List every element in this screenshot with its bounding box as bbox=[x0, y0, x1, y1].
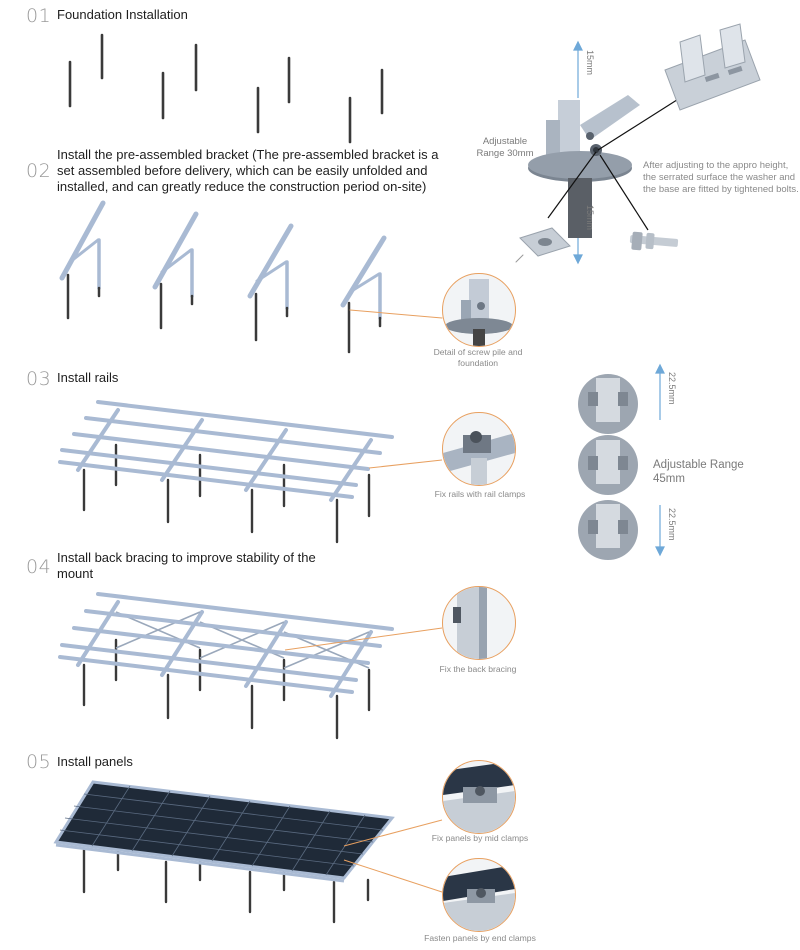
serrated-washer bbox=[519, 227, 571, 257]
screw-pile-caption: Detail of screw pile and foundation bbox=[433, 347, 523, 368]
callout-leader bbox=[349, 309, 443, 319]
rails bbox=[58, 592, 394, 694]
step-number: 03 bbox=[26, 368, 52, 390]
dimension-arrows bbox=[655, 363, 665, 557]
pointer-line bbox=[597, 97, 681, 151]
step-title: Install the pre-assembled bracket (The p… bbox=[57, 147, 439, 194]
base-bracket-part bbox=[664, 23, 761, 111]
bolt bbox=[629, 231, 679, 251]
callout-leader bbox=[343, 859, 443, 893]
plate-bottom bbox=[578, 500, 638, 560]
dimension-label-top: 15mm bbox=[585, 50, 595, 76]
screw-pile-detail-callout bbox=[442, 273, 516, 347]
step-number: 02 bbox=[26, 160, 52, 182]
mid-clamp-caption: Fix panels by mid clamps bbox=[431, 833, 529, 843]
step-number: 01 bbox=[26, 5, 52, 27]
dimension-label-top: 22.5mm bbox=[667, 372, 677, 405]
end-clamp-caption: Fasten panels by end clamps bbox=[424, 933, 536, 943]
pointer-line bbox=[599, 154, 649, 231]
step-title: Install back bracing to improve stabilit… bbox=[57, 550, 316, 581]
mid-clamp-callout bbox=[442, 760, 516, 834]
adjustable-range-45-label: Adjustable Range 45mm bbox=[653, 459, 744, 485]
bracket bbox=[59, 200, 106, 320]
plate-middle bbox=[578, 435, 638, 495]
rails bbox=[58, 400, 394, 499]
step-title: Install rails bbox=[57, 370, 119, 385]
step-number: 04 bbox=[26, 556, 52, 578]
callout-leader bbox=[368, 459, 443, 469]
adjustable-range-30-label: Adjustable Range 30mm bbox=[476, 136, 534, 159]
end-clamp-callout bbox=[442, 858, 516, 932]
step-title: Install panels bbox=[57, 754, 133, 769]
rail-clamp-callout bbox=[442, 412, 516, 486]
back-bracing-callout bbox=[442, 586, 516, 660]
adjustment-note: After adjusting to the appro height, the… bbox=[643, 160, 799, 195]
dimension-label-bottom: 15mm bbox=[585, 205, 595, 231]
rail-clamp-caption: Fix rails with rail clamps bbox=[434, 489, 526, 499]
post-and-base bbox=[528, 95, 640, 238]
bracket bbox=[247, 223, 294, 342]
pointer-line bbox=[547, 151, 597, 219]
callout-leader bbox=[284, 627, 443, 651]
bracket bbox=[340, 235, 387, 354]
dimension-label-bottom: 22.5mm bbox=[667, 508, 677, 541]
bracket bbox=[152, 211, 199, 330]
solar-panels bbox=[53, 780, 395, 880]
step-title: Foundation Installation bbox=[57, 7, 188, 22]
back-bracing-caption: Fix the back bracing bbox=[439, 664, 517, 674]
panel-grid bbox=[59, 785, 384, 876]
step-number: 05 bbox=[26, 751, 52, 773]
arrow-icon bbox=[515, 254, 524, 263]
callout-leader bbox=[343, 819, 443, 847]
plate-top bbox=[578, 374, 638, 434]
